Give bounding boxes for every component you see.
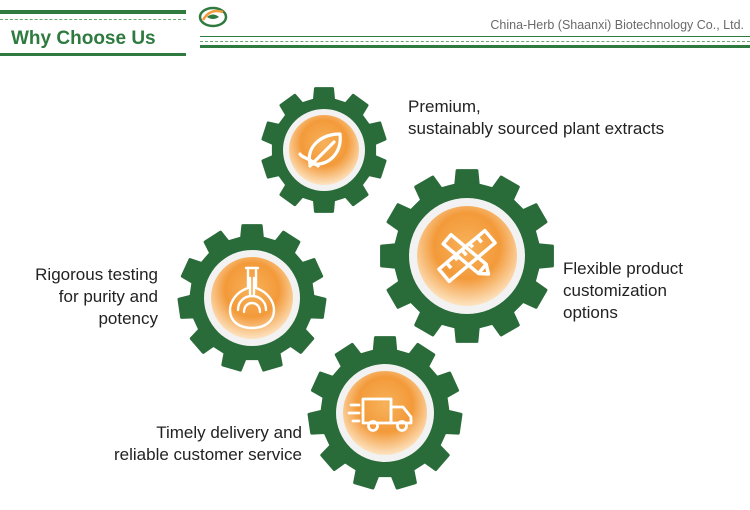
gear-customization [380,169,554,343]
gear-leaf [261,87,387,213]
feature-line: for purity and [58,287,158,306]
ruler-pencil-icon [437,228,497,284]
header-bar-right [200,45,750,48]
header: Why Choose Us China-Herb (Shaanxi) Biote… [0,0,750,60]
feature-text-sourcing: Premium, sustainably sourced plant extra… [408,96,664,140]
truck-icon [347,397,413,432]
feature-line: Timely delivery and [156,423,302,442]
feature-line: sustainably sourced plant extracts [408,119,665,138]
header-bar-left [0,10,186,14]
header-dashed-line-right [200,41,750,42]
feature-line: Premium, [408,97,481,116]
feature-line: Flexible product [563,259,684,278]
feature-text-customization: Flexible product customization options [563,258,683,324]
feature-line: Rigorous testing [35,265,158,284]
feature-line: potency [98,309,158,328]
gear-delivery [307,336,463,490]
leaf-icon [298,132,342,168]
title-underline [0,53,186,56]
gear-testing [177,224,327,372]
header-line-right [200,36,750,37]
feature-line: reliable customer service [113,445,302,464]
feature-line: customization [563,281,667,300]
page-title: Why Choose Us [11,28,156,49]
header-dashed-line-left [0,19,186,20]
feature-text-testing: Rigorous testing for purity and potency [35,264,158,330]
company-name: China-Herb (Shaanxi) Biotechnology Co., … [490,18,744,32]
feature-line: options [563,303,618,322]
flask-icon [228,266,276,330]
company-logo-icon [198,6,228,28]
feature-text-delivery: Timely delivery and reliable customer se… [114,422,302,466]
